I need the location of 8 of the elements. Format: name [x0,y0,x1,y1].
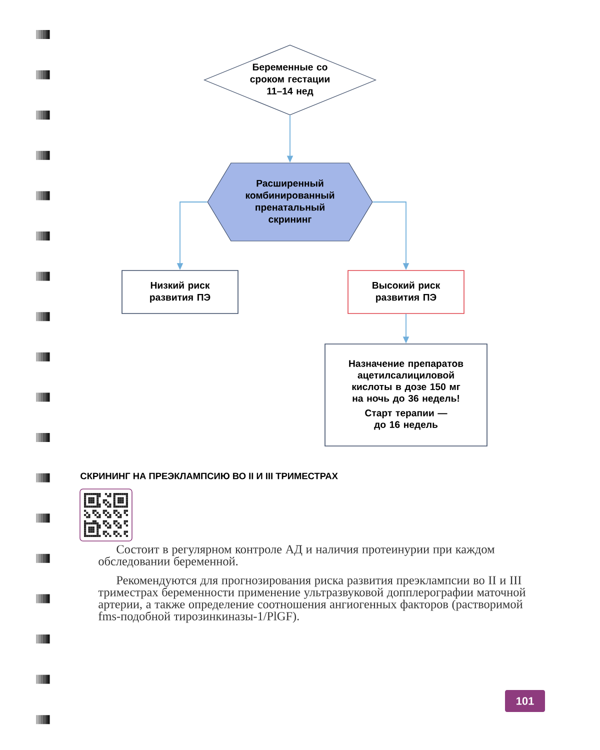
process-box: Назначение препаратов ацетилсалициловой кислоты в дозе 150 мг на ночь до 36 недель! Старт терапии — до 16 недель [324,344,488,446]
process-box: Низкий риск развития ПЭ [122,270,238,314]
process-hexagon: Расширенный комбинированный пренатальный скрининг [207,162,373,242]
process-box: Высокий риск развития ПЭ [348,270,464,314]
paragraph: Рекомендуются для прогнозирования риска развития преэклампсии во II и III триместрах беременности применение ультразвуковой допплерографии маточной артерии, а также определение соотношения ангиогенных факторов (растворимой fms-подобной тирозинкиназы-1/PlGF). [98,576,526,623]
section-heading: СКРИНИНГ НА ПРЕЭКЛАМПСИЮ ВО II И III ТРИМЕСТРАХ [80,472,338,480]
page-number: 101 [505,690,545,712]
paragraph: Состоит в регулярном контроле АД и наличия протеинурии при каждом обследовании беременной. [98,545,494,568]
